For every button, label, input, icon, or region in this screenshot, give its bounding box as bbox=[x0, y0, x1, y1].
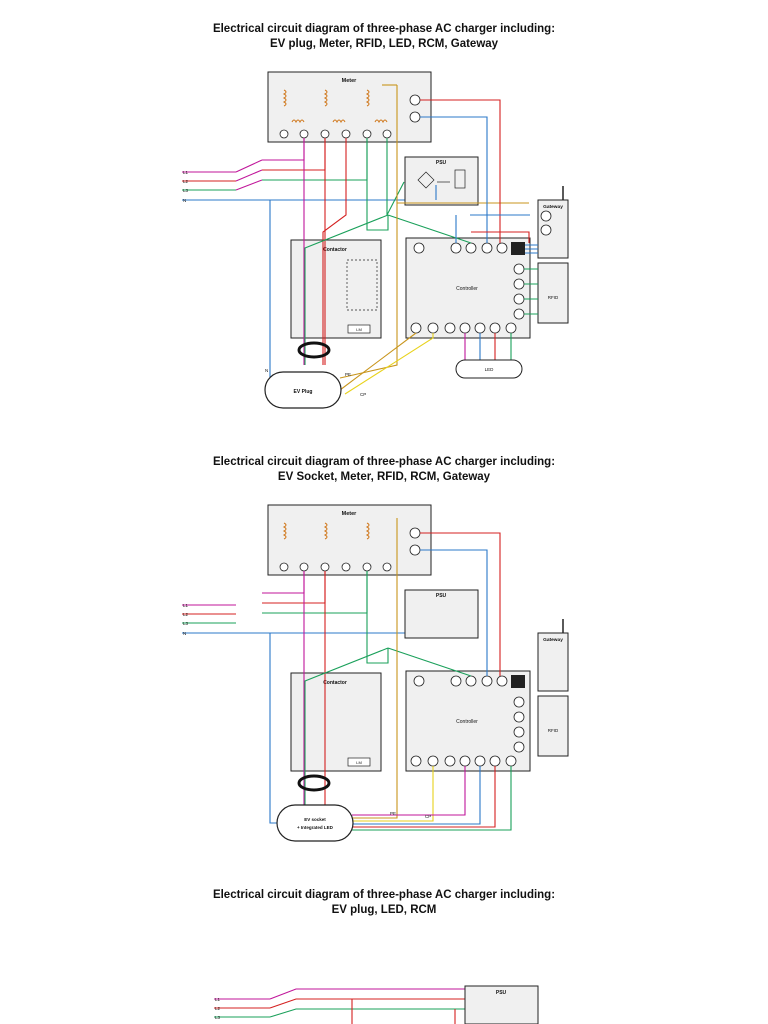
controller-rj45-port bbox=[511, 242, 525, 255]
contactor-cm-box bbox=[347, 757, 371, 767]
gateway-label: Gateway bbox=[543, 204, 563, 210]
psu-box bbox=[404, 156, 479, 206]
ev-socket-label-line2: + Integrated LED bbox=[297, 825, 334, 830]
line-label-l1: L1 bbox=[183, 170, 189, 175]
psu-label: PSU bbox=[436, 160, 447, 166]
wiring bbox=[269, 84, 538, 395]
contactor-box bbox=[290, 672, 382, 772]
n-label: N bbox=[265, 368, 268, 373]
circuit-diagram-3: L1 L2 L3 PSU bbox=[214, 985, 539, 1024]
line-label-l2: L2 bbox=[183, 612, 189, 617]
meter-coils bbox=[282, 89, 388, 124]
incoming-lines bbox=[214, 988, 470, 1024]
meter-coils bbox=[282, 522, 370, 540]
diagram-1-title-line1: Electrical circuit diagram of three-phas… bbox=[212, 23, 556, 35]
controller-box bbox=[405, 670, 531, 772]
ev-socket-label-line1: EV socket bbox=[304, 817, 326, 822]
diagram-3-title-line1: Electrical circuit diagram of three-phas… bbox=[212, 889, 556, 901]
contactor-cm-box bbox=[347, 324, 371, 334]
diagram-1-title-line2: EV plug, Meter, RFID, LED, RCM, Gateway bbox=[269, 38, 499, 50]
diagram-2-title-line2: EV Socket, Meter, RFID, RCM, Gateway bbox=[277, 471, 491, 483]
line-label-l3: L3 bbox=[183, 621, 189, 626]
circuit-diagram-2: Meter L1 L2 L3 N PSU Gateway Contactor L… bbox=[182, 504, 569, 842]
rfid-label: RFID bbox=[548, 728, 559, 733]
psu-bridge bbox=[417, 169, 466, 189]
diagram-3-title-line2: EV plug, LED, RCM bbox=[331, 904, 437, 916]
controller-label: Controller bbox=[456, 719, 478, 725]
meter-terminals bbox=[279, 527, 421, 572]
line-label-l2: L2 bbox=[215, 1006, 221, 1011]
gateway-port-2 bbox=[540, 224, 552, 236]
diagram-3-title: Electrical circuit diagram of three-phas… bbox=[0, 888, 768, 918]
diagram-1-title: Electrical circuit diagram of three-phas… bbox=[0, 22, 768, 52]
line-label-l1: L1 bbox=[215, 997, 221, 1002]
ev-plug-label: EV Plug bbox=[294, 389, 313, 395]
cp-label: CP bbox=[425, 814, 431, 819]
line-label-l1: L1 bbox=[183, 603, 189, 608]
led-box bbox=[455, 359, 523, 379]
psu-label: PSU bbox=[496, 990, 507, 996]
meter-box bbox=[267, 504, 432, 576]
diagram-2-title-line1: Electrical circuit diagram of three-phas… bbox=[212, 456, 556, 468]
contactor-label: Contactor bbox=[323, 247, 347, 253]
led-box-label: LED bbox=[485, 367, 495, 372]
psu-box bbox=[404, 589, 479, 639]
psu-label: PSU bbox=[436, 593, 447, 599]
gateway-port-1 bbox=[540, 210, 552, 222]
wiring bbox=[269, 518, 512, 831]
rfid-label: RFID bbox=[548, 295, 559, 300]
meter-box bbox=[267, 71, 432, 143]
line-label-l3: L3 bbox=[215, 1015, 221, 1020]
controller-rj45-port bbox=[511, 675, 525, 688]
ev-plug-box bbox=[264, 371, 342, 409]
line-label-n: N bbox=[183, 631, 186, 636]
diagram-2-title: Electrical circuit diagram of three-phas… bbox=[0, 455, 768, 485]
rfid-box bbox=[537, 262, 569, 324]
contactor-box bbox=[290, 239, 382, 339]
contactor-cm-label: LM bbox=[356, 327, 362, 332]
line-label-l2: L2 bbox=[183, 179, 189, 184]
meter-label: Meter bbox=[342, 511, 358, 517]
line-label-n: N bbox=[183, 198, 186, 203]
line-label-l3: L3 bbox=[183, 188, 189, 193]
controller-label: Controller bbox=[456, 286, 478, 292]
ev-socket-box bbox=[276, 804, 354, 842]
psu-box bbox=[464, 985, 539, 1024]
meter-label: Meter bbox=[342, 78, 358, 84]
contactor-label: Contactor bbox=[323, 680, 347, 686]
meter-terminals bbox=[279, 129, 392, 139]
incoming-lines bbox=[182, 571, 436, 634]
controller-terminals bbox=[410, 242, 525, 334]
rcm-toroid bbox=[297, 774, 331, 792]
cp-label: CP bbox=[360, 392, 366, 397]
gateway-box bbox=[537, 632, 569, 692]
pe-label: PE bbox=[345, 372, 351, 377]
incoming-lines bbox=[182, 138, 436, 201]
rfid-box bbox=[537, 695, 569, 757]
rcm-toroid bbox=[297, 341, 331, 359]
contactor-cm-label: LM bbox=[356, 760, 362, 765]
circuit-diagram-1: Meter L1 L2 L3 N PSU Gateway bbox=[182, 71, 569, 409]
gateway-label: Gateway bbox=[543, 637, 563, 643]
pe-label: PE bbox=[390, 811, 396, 816]
controller-box bbox=[405, 237, 531, 339]
